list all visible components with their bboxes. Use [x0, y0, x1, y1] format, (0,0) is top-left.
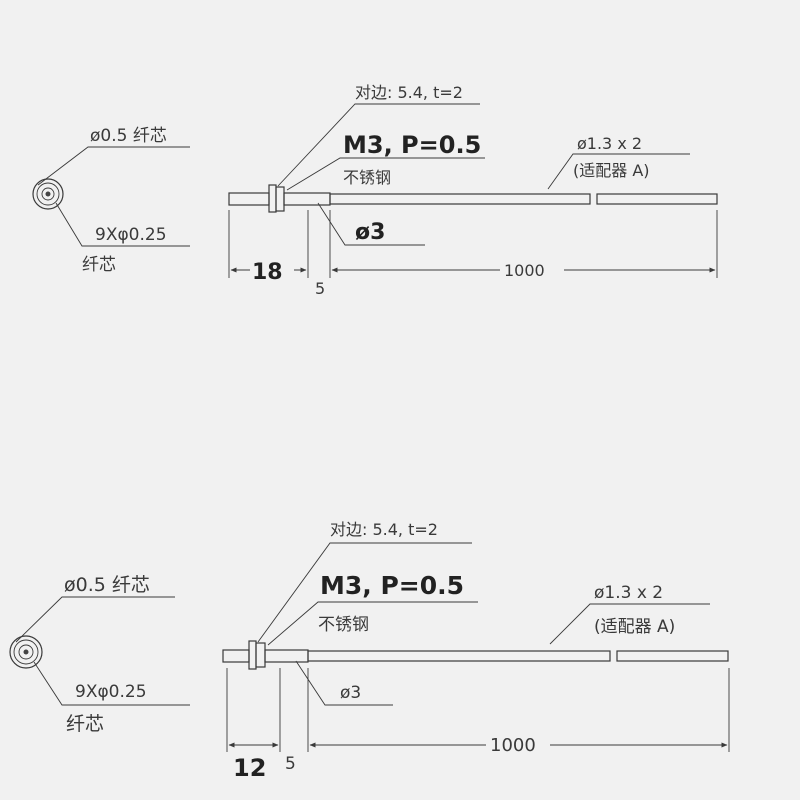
dimension-head: 18	[252, 260, 283, 285]
hex-nut	[248, 640, 257, 670]
material-label: 不锈钢	[318, 615, 369, 635]
hex-leader-line	[277, 103, 480, 187]
fiber-count-label: 9Xφ0.25	[75, 682, 147, 702]
hex-label: 对边: 5.4, t=2	[355, 83, 463, 102]
cable-diameter-label: ø1.3 x 2	[594, 583, 663, 603]
fiber-drawing-upper: ø0.5 纤芯 9Xφ0.25 纤芯 对边: 5.4, t=2 M3, P=0.…	[32, 83, 718, 298]
cable-leader-line	[549, 603, 710, 645]
cable-leader-line	[547, 153, 690, 190]
sleeve-diameter-leader-line	[295, 660, 393, 706]
core-leader-line	[37, 146, 190, 186]
stainless-sleeve	[264, 649, 309, 663]
fiber-cable	[329, 193, 591, 205]
dimension-sleeve: 5	[315, 279, 325, 298]
dimension-cable: 1000	[504, 261, 545, 280]
hex-leader-line	[257, 542, 472, 643]
fiber-count-leader-line	[55, 202, 190, 247]
sleeve-diameter-label: ø3	[340, 683, 361, 703]
dimension-head: 12	[233, 754, 266, 782]
dimension-sleeve: 5	[285, 754, 296, 774]
stainless-sleeve	[283, 192, 331, 206]
sleeve-diameter-label: ø3	[355, 220, 385, 245]
end-view-circle	[9, 635, 43, 669]
cable-diameter-label: ø1.3 x 2	[577, 134, 642, 153]
fiber-drawing-lower: ø0.5 纤芯 9Xφ0.25 纤芯 对边: 5.4, t=2 M3, P=0.…	[9, 520, 730, 782]
material-label: 不锈钢	[343, 168, 391, 187]
end-view-circle	[32, 178, 64, 210]
fiber-count-label: 9Xφ0.25	[95, 225, 167, 245]
fiber-count-leader-line	[33, 661, 190, 706]
thread-label: M3, P=0.5	[343, 131, 481, 159]
adapter-label: (适配器 A)	[573, 161, 650, 180]
dimension-cable: 1000	[490, 735, 536, 756]
hex-nut	[268, 184, 277, 213]
hex-label: 对边: 5.4, t=2	[330, 520, 438, 539]
thread-label: M3, P=0.5	[320, 571, 464, 600]
core-leader-line	[15, 596, 175, 643]
fiber-core-word: 纤芯	[66, 713, 104, 735]
end-core-label: ø0.5 纤芯	[90, 126, 167, 146]
fiber-cable	[307, 650, 611, 662]
sleeve-diameter-leader-line	[317, 202, 425, 246]
end-core-label: ø0.5 纤芯	[64, 574, 150, 596]
thread-leader-line	[267, 601, 478, 646]
fiber-core-word: 纤芯	[82, 255, 116, 275]
sensor-head	[222, 640, 729, 670]
thread-leader-line	[286, 157, 485, 191]
sensor-head	[228, 184, 718, 213]
adapter-label: (适配器 A)	[594, 617, 675, 637]
